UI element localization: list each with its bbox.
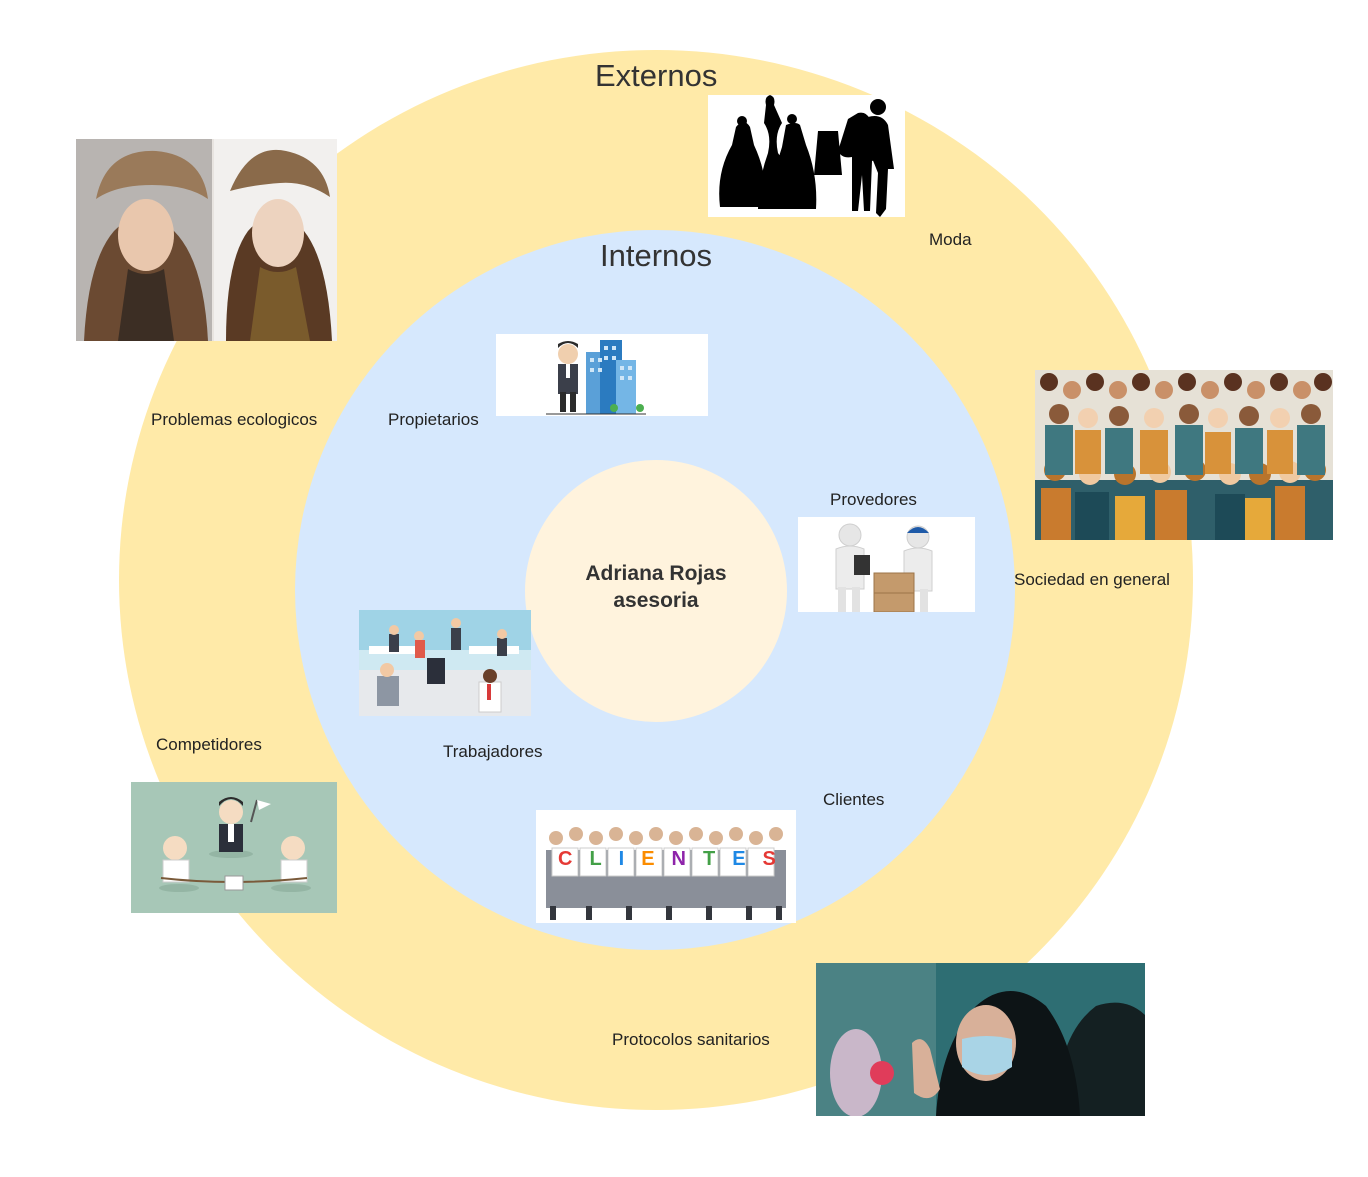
masked-woman-image: [816, 963, 1145, 1116]
crowd-image: [1035, 370, 1333, 540]
busy-office-image: [359, 610, 531, 716]
clients-sign-text: CLIENTES: [554, 848, 782, 871]
label-competitors: Competidores: [156, 735, 262, 754]
label-suppliers: Provedores: [830, 490, 917, 509]
label-workers: Trabajadores: [443, 742, 543, 761]
label-fashion: Moda: [929, 230, 972, 249]
tug-of-war-image: [131, 782, 337, 913]
label-society: Sociedad en general: [1014, 570, 1170, 589]
company-name-line1: Adriana Rojas: [585, 562, 727, 585]
core-circle: [525, 460, 787, 722]
company-name: Adriana Rojas asesoria: [540, 560, 772, 614]
label-health: Protocolos sanitarios: [612, 1030, 770, 1049]
supplier-delivery-image: [798, 517, 975, 612]
label-ecological: Problemas ecologicos: [151, 410, 318, 429]
fashion-silhouettes-image: [708, 95, 905, 217]
internal-ring-title: Internos: [600, 238, 713, 273]
fur-hat-models-image: [76, 139, 337, 341]
businessman-building-image: [496, 334, 708, 416]
clients-group-image: CLIENTES: [536, 810, 796, 923]
label-owners: Propietarios: [388, 410, 479, 429]
company-name-line2: asesoria: [613, 589, 699, 612]
external-ring-title: Externos: [595, 58, 718, 93]
label-clients: Clientes: [823, 790, 885, 809]
